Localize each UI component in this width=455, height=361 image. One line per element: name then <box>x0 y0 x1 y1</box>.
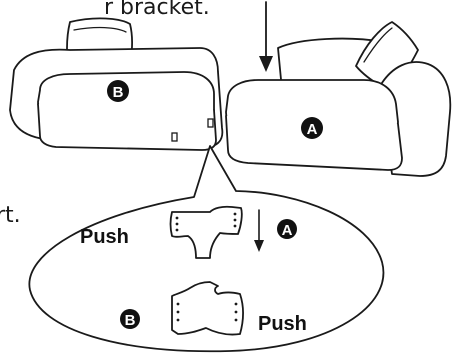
badge-a-module: A <box>301 117 323 139</box>
caption-left-partial: rt. <box>0 203 21 228</box>
badge-b-module-text: B <box>113 84 124 101</box>
badge-a-callout: A <box>277 219 297 239</box>
badge-b-callout-text: B <box>125 312 136 329</box>
bracket-open-icon <box>169 205 243 259</box>
push-label-bottom: Push <box>258 313 307 335</box>
bracket-closed-icon <box>171 281 244 336</box>
sofa-module-a <box>225 21 452 177</box>
badge-a-callout-text: A <box>282 222 293 239</box>
badge-a-module-text: A <box>307 121 318 138</box>
placement-arrow <box>259 1 273 72</box>
sofa-module-b <box>9 17 224 151</box>
push-down-arrow <box>254 209 264 252</box>
push-label-top: Push <box>80 226 129 248</box>
badge-b-module: B <box>107 80 129 102</box>
badge-b-callout: B <box>120 309 140 329</box>
caption-top-partial: r bracket. <box>104 0 210 20</box>
